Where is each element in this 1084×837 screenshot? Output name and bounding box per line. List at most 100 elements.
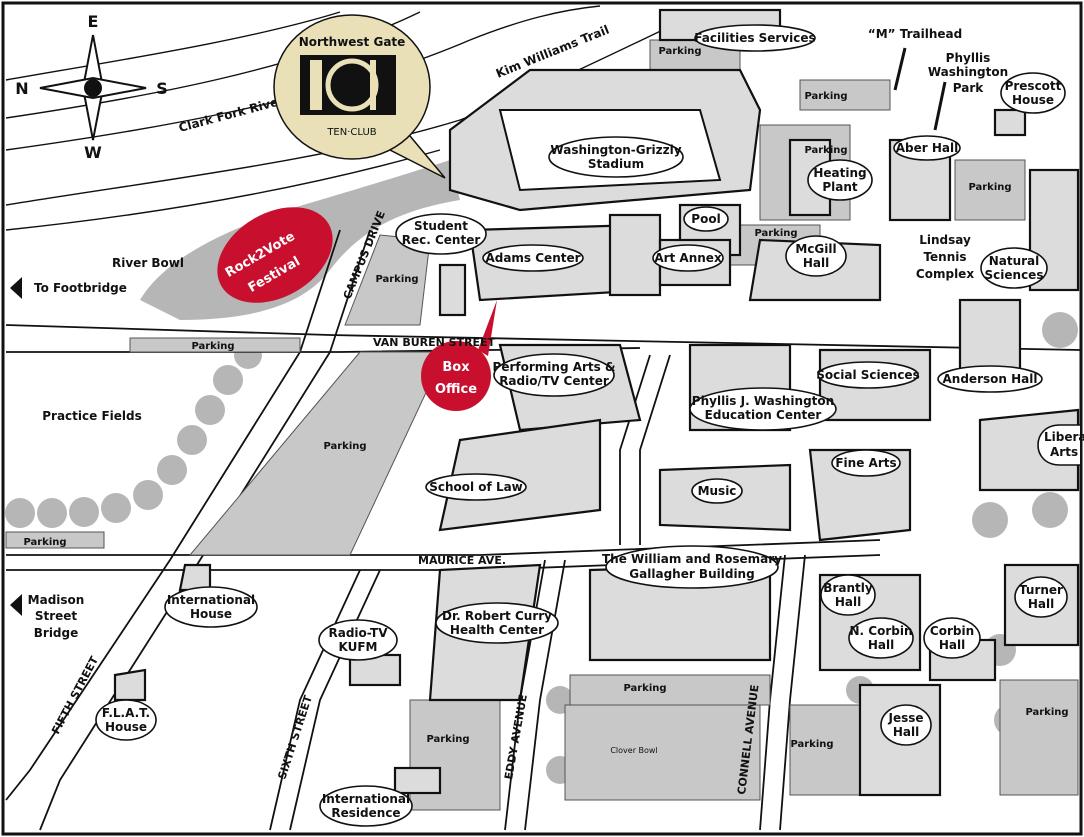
building-labels: Facilities Services Phyllis Washington P…	[95, 24, 1084, 827]
label-gallagher-building[interactable]: The William and Rosemary Gallagher Build…	[602, 545, 782, 589]
svg-text:Complex: Complex	[916, 267, 974, 281]
river-bowl-label: River Bowl	[112, 256, 184, 270]
label-student-rec-center[interactable]: Student Rec. Center	[395, 213, 487, 255]
label-aber-hall[interactable]: Aber Hall	[893, 135, 961, 161]
svg-text:Gallagher Building: Gallagher Building	[629, 567, 754, 581]
connell-parking	[789, 704, 871, 796]
svg-text:Adams Center: Adams Center	[485, 251, 580, 265]
label-performing-arts-center[interactable]: Performing Arts & Radio/TV Center	[493, 353, 616, 397]
label-washington-grizzly-stadium[interactable]: Washington-Grizzly Stadium	[548, 136, 684, 178]
svg-text:Hall: Hall	[1028, 597, 1054, 611]
svg-text:Washington: Washington	[928, 65, 1008, 79]
label-n-corbin-hall[interactable]: N. Corbin Hall	[848, 617, 914, 659]
label-social-sciences[interactable]: Social Sciences	[816, 361, 920, 389]
svg-text:Art Annex: Art Annex	[654, 251, 722, 265]
compass-s: S	[156, 79, 168, 98]
box-office-line1: Box	[442, 360, 470, 375]
svg-text:Hall: Hall	[835, 595, 861, 609]
svg-text:Parking: Parking	[191, 341, 234, 352]
svg-text:Parking: Parking	[375, 274, 418, 285]
svg-text:International: International	[167, 593, 255, 607]
svg-text:Hall: Hall	[939, 638, 965, 652]
svg-text:House: House	[190, 607, 232, 621]
maurice-label: MAURICE AVE.	[418, 554, 506, 567]
label-liberal-arts[interactable]: Libera Arts	[1037, 424, 1084, 466]
label-prescott-house[interactable]: Prescott House	[1000, 72, 1066, 114]
label-curry-health-center[interactable]: Dr. Robert Curry Health Center	[435, 602, 559, 644]
svg-text:Dr. Robert Curry: Dr. Robert Curry	[442, 609, 552, 623]
compass-w: W	[84, 143, 102, 162]
left-arrow-icon	[10, 277, 22, 299]
label-jesse-hall[interactable]: Jesse Hall	[880, 704, 932, 746]
label-school-of-law[interactable]: School of Law	[425, 473, 527, 501]
left-arrow-icon	[10, 594, 22, 616]
van-buren-parking-strip	[129, 337, 301, 353]
svg-text:Bridge: Bridge	[34, 626, 79, 640]
to-footbridge[interactable]: To Footbridge	[10, 277, 127, 299]
box-office-line2: Office	[435, 382, 477, 397]
rock2vote-festival-marker[interactable]: Rock2Vote Festival	[200, 188, 349, 323]
svg-text:Parking: Parking	[323, 441, 366, 452]
label-art-annex[interactable]: Art Annex	[652, 244, 724, 272]
svg-text:Parking: Parking	[1025, 707, 1068, 718]
northwest-gate-text: Northwest Gate	[299, 35, 406, 49]
label-flat-house[interactable]: F.L.A.T. House	[95, 699, 157, 741]
to-madison-bridge[interactable]: Madison Street Bridge	[10, 593, 84, 640]
north-parking	[799, 79, 891, 111]
label-international-house[interactable]: International House	[164, 586, 258, 628]
label-corbin-hall[interactable]: Corbin Hall	[923, 617, 981, 659]
label-international-residence[interactable]: International Residence	[319, 785, 413, 827]
box-office-marker[interactable]: Box Office	[421, 300, 497, 411]
svg-text:Parking: Parking	[804, 91, 847, 102]
label-brantly-hall[interactable]: Brantly Hall	[820, 574, 876, 616]
trailhead-pointer	[893, 47, 907, 91]
svg-text:Hall: Hall	[893, 725, 919, 739]
compass-rose: E W N S	[15, 12, 167, 162]
svg-text:Stadium: Stadium	[588, 157, 644, 171]
practice-fields-label: Practice Fields	[42, 409, 142, 423]
area-labels: River Bowl Practice Fields Parking Parki…	[23, 46, 1068, 755]
svg-text:Rec. Center: Rec. Center	[402, 233, 481, 247]
maurice-parking-strip	[5, 531, 105, 549]
svg-text:Parking: Parking	[426, 734, 469, 745]
clover-parking	[569, 674, 771, 706]
svg-text:Facilities Services: Facilities Services	[694, 31, 815, 45]
label-mcgill-hall[interactable]: McGill Hall	[785, 235, 847, 277]
label-fine-arts[interactable]: Fine Arts	[831, 449, 901, 477]
svg-text:Heating: Heating	[813, 166, 866, 180]
label-turner-hall[interactable]: Turner Hall	[1014, 576, 1068, 618]
label-pool[interactable]: Pool	[683, 206, 729, 232]
svg-text:Radio-TV: Radio-TV	[329, 626, 389, 640]
svg-text:Parking: Parking	[623, 683, 666, 694]
label-education-center[interactable]: Phyllis J. Washington Education Center	[689, 387, 837, 431]
label-heating-plant[interactable]: Heating Plant	[807, 159, 873, 201]
clover-bowl-field	[564, 704, 761, 801]
svg-text:Music: Music	[698, 484, 737, 498]
svg-text:School of Law: School of Law	[429, 480, 523, 494]
footbridge-label: To Footbridge	[34, 281, 127, 295]
label-facilities-services[interactable]: Facilities Services	[694, 24, 816, 52]
label-radio-tv-kufm[interactable]: Radio-TV KUFM	[318, 619, 398, 661]
svg-text:McGill: McGill	[795, 242, 836, 256]
aber-parking	[954, 159, 1026, 221]
label-natural-sciences[interactable]: Natural Sciences	[980, 247, 1048, 289]
svg-text:Parking: Parking	[968, 182, 1011, 193]
label-anderson-hall[interactable]: Anderson Hall	[937, 365, 1043, 393]
svg-text:Washington-Grizzly: Washington-Grizzly	[550, 143, 681, 157]
svg-text:Social Sciences: Social Sciences	[816, 368, 919, 382]
svg-text:Anderson Hall: Anderson Hall	[943, 372, 1038, 386]
compass-n: N	[15, 79, 28, 98]
label-adams-center[interactable]: Adams Center	[482, 244, 584, 272]
svg-text:Corbin: Corbin	[930, 624, 974, 638]
svg-text:Turner: Turner	[1019, 583, 1063, 597]
svg-text:Parking: Parking	[658, 46, 701, 57]
svg-text:House: House	[1012, 93, 1054, 107]
svg-text:Parking: Parking	[804, 145, 847, 156]
svg-text:Student: Student	[414, 219, 468, 233]
label-music[interactable]: Music	[691, 478, 743, 504]
svg-text:Phyllis: Phyllis	[946, 51, 991, 65]
svg-text:Lindsay: Lindsay	[919, 233, 971, 247]
ten-club-logo	[300, 55, 396, 115]
